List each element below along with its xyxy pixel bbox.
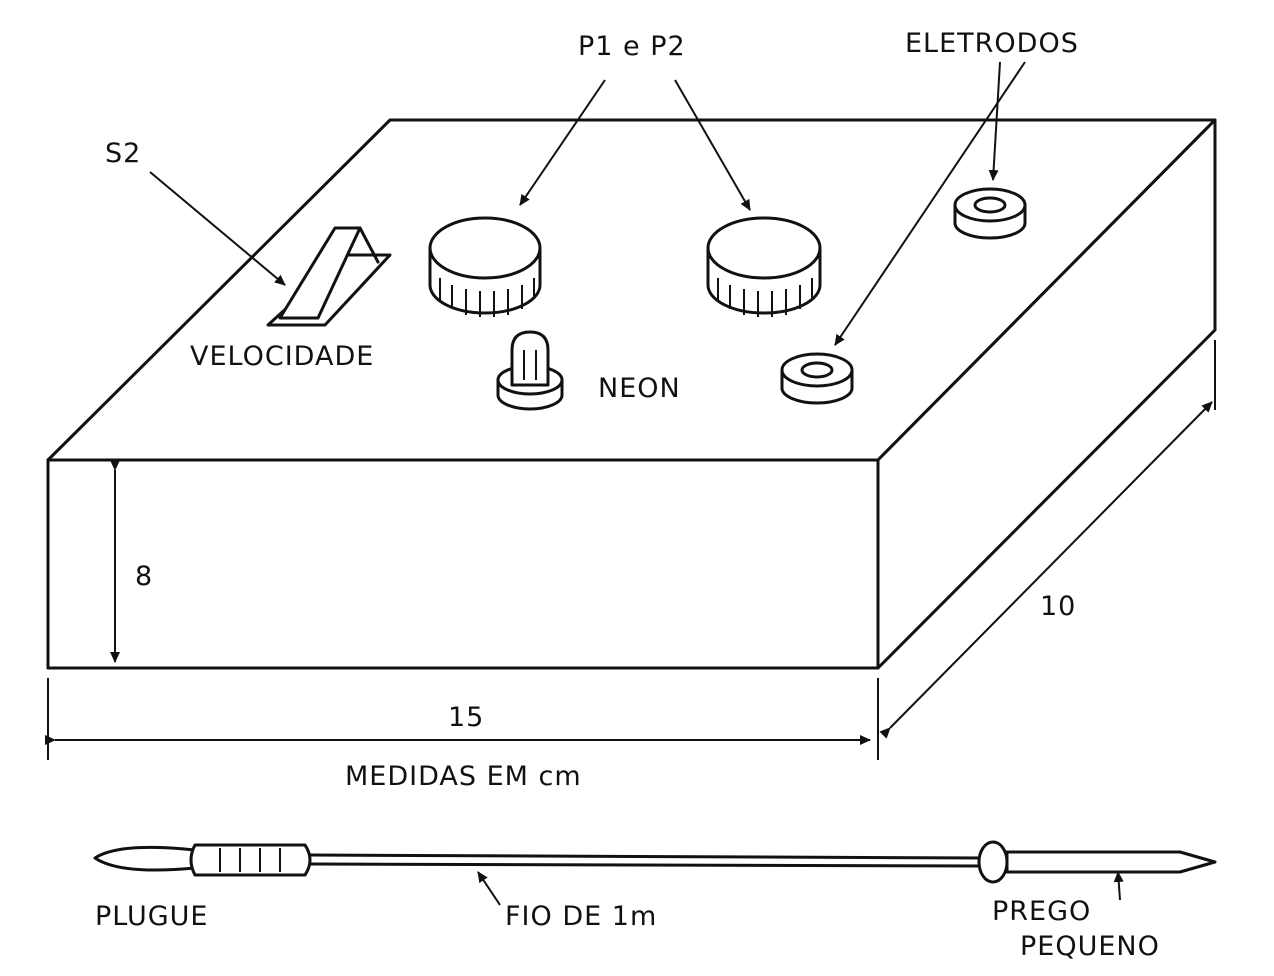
width-label: 15 (448, 702, 484, 733)
box-front-face (46, 458, 880, 670)
depth-dimension: 10 (879, 340, 1216, 739)
height-label: 8 (135, 561, 153, 592)
s2-label: S2 (105, 138, 141, 169)
height-dimension: 8 (110, 460, 153, 663)
electrode-terminal-rear (953, 187, 1027, 240)
plug-handle (189, 843, 312, 877)
units-caption: MEDIDAS EM cm (345, 761, 582, 792)
speed-switch (266, 226, 392, 327)
potentiometer-knob-p2 (706, 216, 822, 317)
neon-label: NEON (598, 373, 681, 404)
pequeno-label: PEQUENO (1020, 931, 1160, 962)
velocidade-label: VELOCIDADE (190, 341, 374, 372)
nail-head (977, 840, 1009, 884)
p1-p2-label: P1 e P2 (578, 31, 686, 62)
electrode-terminal-front (780, 352, 854, 405)
fio-label: FIO DE 1m (505, 901, 657, 932)
width-dimension: 15 (45, 678, 879, 760)
test-probe-cable (93, 840, 1217, 884)
neon-lamp (496, 330, 564, 411)
plugue-label: PLUGUE (95, 901, 209, 932)
depth-label: 10 (1040, 591, 1076, 622)
eletrodos-label: ELETRODOS (905, 28, 1079, 59)
enclosure-box (46, 118, 1217, 670)
potentiometer-knob-p1 (428, 216, 542, 317)
nail-body (1005, 850, 1217, 874)
prego-label: PREGO (992, 896, 1091, 927)
